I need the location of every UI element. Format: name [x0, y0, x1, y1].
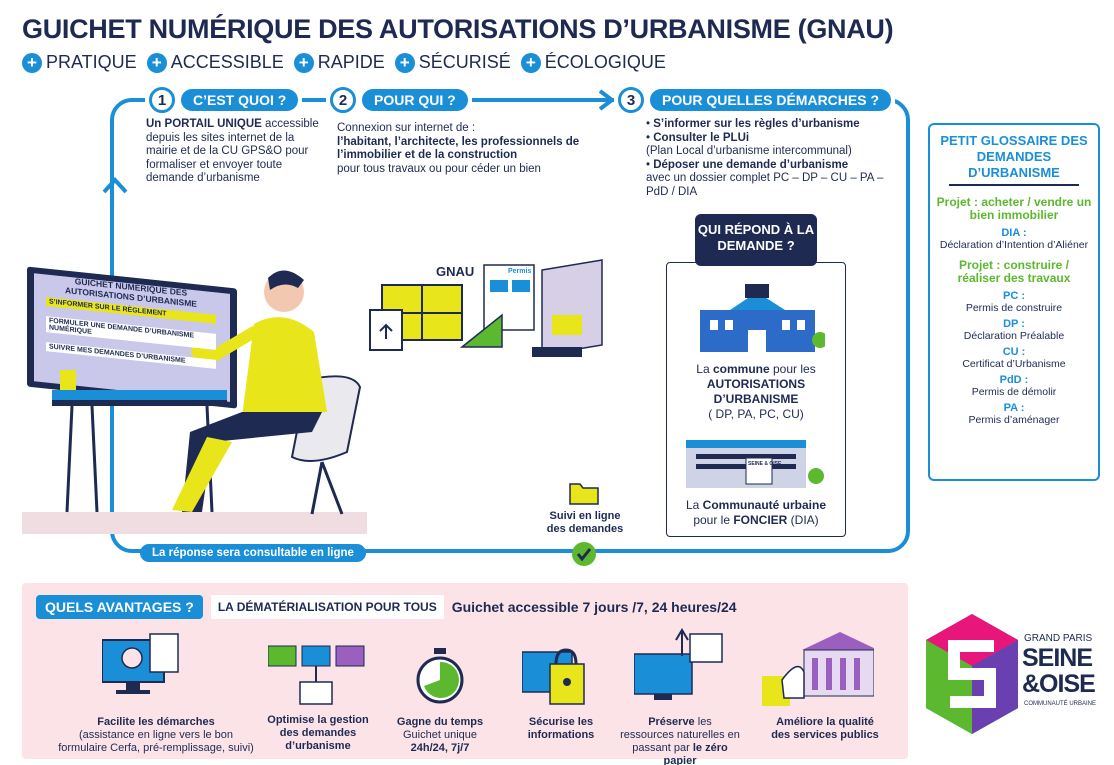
- cu-answer: La Communauté urbaine pour le FONCIER (D…: [685, 498, 827, 527]
- step-number: 1: [149, 87, 175, 113]
- glossary-abbr: DIA :: [1001, 227, 1027, 239]
- step-number: 2: [330, 87, 356, 113]
- avantages-header: QUELS AVANTAGES ? LA DÉMATÉRIALISATION P…: [36, 595, 737, 619]
- glossary-def: Permis de démolir: [971, 386, 1057, 398]
- tag-rapide: +RAPIDE: [293, 52, 385, 73]
- qui-repond-badge: QUI RÉPOND À LA DEMANDE ?: [695, 214, 817, 266]
- plus-icon: +: [293, 52, 314, 73]
- tag-ecologique: +ÉCOLOGIQUE: [520, 52, 666, 73]
- step-label: POUR QUI ?: [362, 89, 468, 111]
- benefit-facilite: Facilite les démarches (assistance en li…: [58, 716, 254, 754]
- logo-line3: &OISE: [1022, 670, 1096, 698]
- computer-hand-icon: [102, 633, 179, 694]
- step-1-text: Un PORTAIL UNIQUE accessible depuis les …: [146, 118, 319, 184]
- glossary-abbr: PC :: [1003, 290, 1025, 302]
- glossary-abbr: DP :: [1003, 318, 1025, 330]
- upload-computer-icon: [634, 628, 723, 700]
- arrow-up-icon: [102, 177, 128, 194]
- glossary-def: Permis d’aménager: [968, 414, 1060, 426]
- glossary-box: PETIT GLOSSAIRE DES DEMANDES D’URBANISME…: [928, 123, 1100, 481]
- permis-label: Permis: [508, 268, 532, 275]
- glossary-abbr: CU :: [1002, 346, 1026, 358]
- glossary-def: Permis de construire: [965, 302, 1063, 314]
- glossary-abbr: PA :: [1003, 402, 1025, 414]
- benefit-securise: Sécurise les informations: [527, 716, 595, 741]
- town-hall-icon: [700, 284, 825, 352]
- public-building-thumbs-up-icon: [762, 632, 874, 706]
- glossary-project: Projet : construire / réaliser des trava…: [957, 258, 1071, 285]
- folders-icon: [268, 645, 365, 705]
- step-label: C’EST QUOI ?: [181, 89, 299, 111]
- avantages-accessible: Guichet accessible 7 jours /7, 24 heures…: [451, 599, 737, 615]
- step-2-text: Connexion sur internet de : l’habitant, …: [337, 122, 580, 175]
- plus-icon: +: [520, 52, 541, 73]
- glossary-abbr: PdD :: [999, 374, 1029, 386]
- communaute-urbaine-building-icon: [686, 440, 824, 488]
- gnau-illustration: [369, 259, 603, 357]
- divider: [949, 184, 1079, 186]
- step-2-header: 2 POUR QUI ?: [326, 87, 472, 113]
- commune-answer: La commune pour les AUTORISATIONS D’URBA…: [696, 362, 816, 421]
- reponse-pill: La réponse sera consultable en ligne: [140, 544, 366, 562]
- step-label: POUR QUELLES DÉMARCHES ?: [650, 89, 892, 111]
- folder-icon: [569, 483, 599, 505]
- glossary-project: Projet : acheter / vendre un bien immobi…: [936, 195, 1092, 222]
- glossary-def: Déclaration d’Intention d’Aliéner: [939, 239, 1089, 251]
- gpseo-logo-icon: [926, 614, 1018, 734]
- building-sign: SEINE & OISE: [748, 461, 782, 467]
- glossary-def: Certificat d’Urbanisme: [962, 358, 1066, 370]
- benefit-preserve: Préserve les ressources naturelles en pa…: [620, 716, 740, 765]
- benefit-optimise: Optimise la gestion des demandes d’urban…: [267, 714, 369, 752]
- secure-folder-icon: [522, 648, 585, 705]
- gnau-label: GNAU: [436, 264, 475, 279]
- avantages-title: QUELS AVANTAGES ?: [36, 595, 203, 619]
- tag-securise: +SÉCURISÉ: [394, 52, 511, 73]
- step-number: 3: [618, 87, 644, 113]
- checkmark-icon: [572, 542, 596, 566]
- glossary-title: PETIT GLOSSAIRE DES DEMANDES D’URBANISME: [940, 133, 1088, 180]
- glossary-def: Déclaration Préalable: [963, 330, 1065, 342]
- logo-line2: SEINE: [1022, 644, 1093, 672]
- plus-icon: +: [146, 52, 167, 73]
- plus-icon: +: [22, 52, 42, 73]
- logo-line1: GRAND PARIS: [1024, 633, 1093, 644]
- logo-line4: COMMUNAUTÉ URBAINE: [1024, 701, 1097, 707]
- tag-pratique: +PRATIQUE: [22, 52, 137, 73]
- arrow-right-icon: [598, 89, 616, 111]
- tag-accessible: +ACCESSIBLE: [146, 52, 284, 73]
- step-3-text: • S’informer sur les règles d’urbanisme …: [646, 118, 886, 199]
- avantages-subtitle: LA DÉMATÉRIALISATION POUR TOUS: [210, 595, 444, 619]
- stopwatch-icon: [416, 648, 464, 704]
- step-1-header: 1 C’EST QUOI ?: [145, 87, 303, 113]
- list-item: • Consulter le PLUi(Plan Local d’urbanis…: [646, 131, 852, 158]
- benefit-ameliore: Améliore la qualité des services publics: [771, 716, 879, 741]
- page-title: GUICHET NUMÉRIQUE DES AUTORISATIONS D’UR…: [22, 14, 894, 44]
- list-item: • S’informer sur les règles d’urbanisme: [646, 118, 860, 130]
- suivi-label: Suivi en ligne des demandes: [546, 510, 624, 535]
- plus-icon: +: [394, 52, 415, 73]
- step-3-header: 3 POUR QUELLES DÉMARCHES ?: [614, 87, 896, 113]
- benefit-temps: Gagne du temps Guichet unique 24h/24, 7j…: [396, 716, 484, 754]
- tagline: +PRATIQUE +ACCESSIBLE +RAPIDE +SÉCURISÉ …: [22, 52, 666, 73]
